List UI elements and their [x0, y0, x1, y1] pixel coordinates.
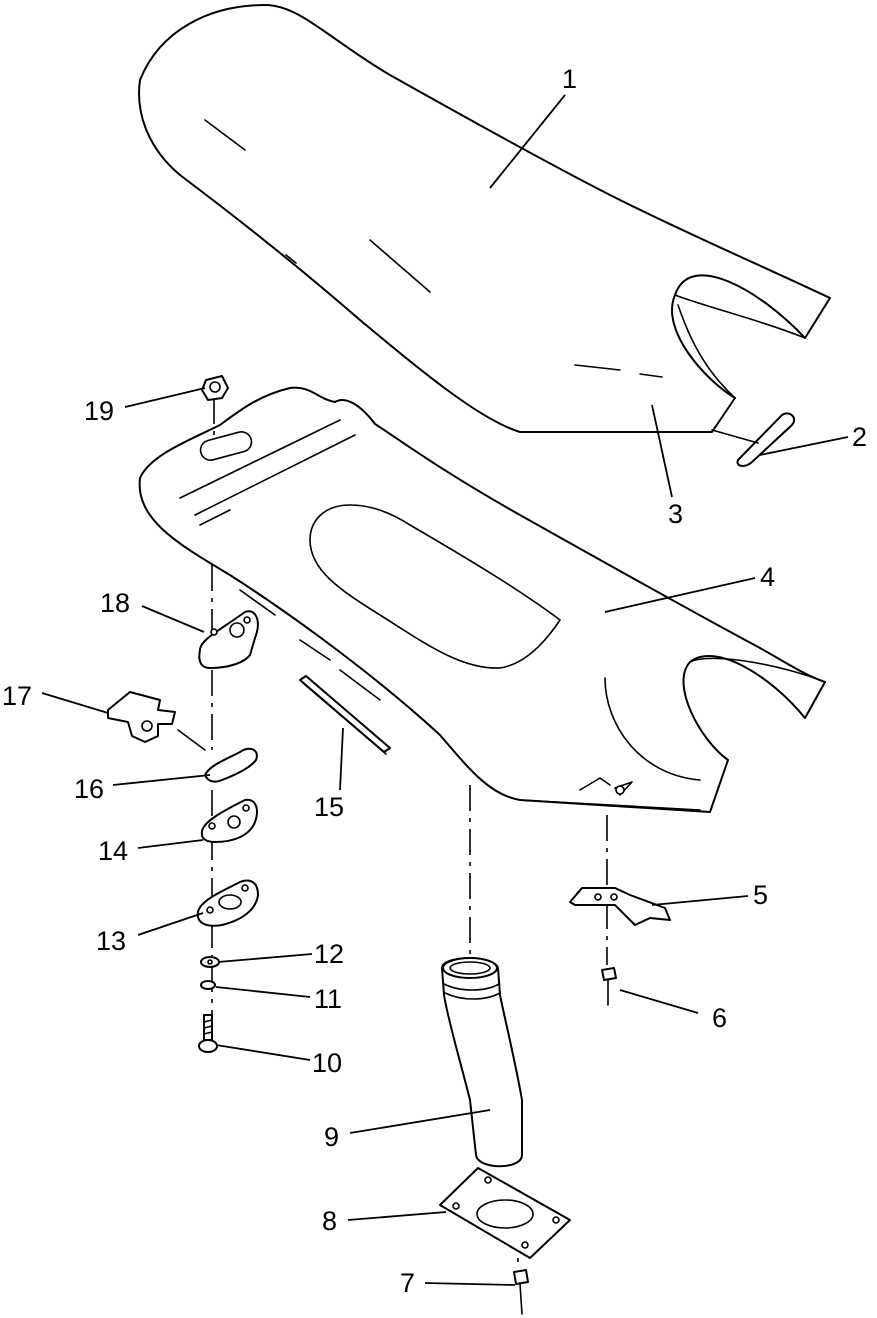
callout-18: 18 [100, 588, 130, 618]
callout-8: 8 [322, 1206, 337, 1236]
latch-clip [107, 691, 206, 751]
callout-12: 12 [314, 939, 344, 969]
callout-10: 10 [312, 1048, 342, 1078]
grommet [201, 375, 229, 401]
callout-17: 17 [2, 681, 32, 711]
flange-plate [439, 1167, 571, 1259]
callout-1: 1 [562, 64, 577, 94]
callout-4: 4 [760, 562, 775, 592]
mounting-bracket [569, 887, 671, 926]
callout-2: 2 [852, 422, 867, 452]
bracket-plate-middle [200, 798, 258, 843]
bottom-pin [513, 1269, 529, 1315]
callout-5: 5 [753, 880, 768, 910]
seat-base [138, 386, 826, 813]
callout-7: 7 [400, 1268, 415, 1298]
latch-base [196, 879, 259, 927]
callout-16: 16 [74, 774, 104, 804]
latch-hook [204, 747, 258, 783]
washer [200, 956, 220, 968]
screw [198, 1014, 218, 1053]
callout-19: 19 [84, 396, 114, 426]
leader-lines [41, 94, 849, 1286]
callout-6: 6 [712, 1003, 727, 1033]
rail-strip [299, 675, 391, 755]
push-pin [601, 967, 617, 1006]
callout-13: 13 [96, 926, 126, 956]
callout-15: 15 [314, 792, 344, 822]
callout-11: 11 [314, 984, 342, 1014]
callout-3: 3 [668, 499, 683, 529]
trim-piece [711, 412, 796, 467]
lock-washer [200, 980, 216, 990]
callout-9: 9 [324, 1122, 339, 1152]
callout-labels: 1 2 3 4 5 6 7 8 9 10 11 12 13 14 15 16 1… [2, 64, 867, 1298]
callout-14: 14 [98, 836, 128, 866]
bracket-plate-upper [198, 610, 259, 669]
intake-tube [441, 957, 523, 1168]
seat-cushion [138, 4, 831, 433]
